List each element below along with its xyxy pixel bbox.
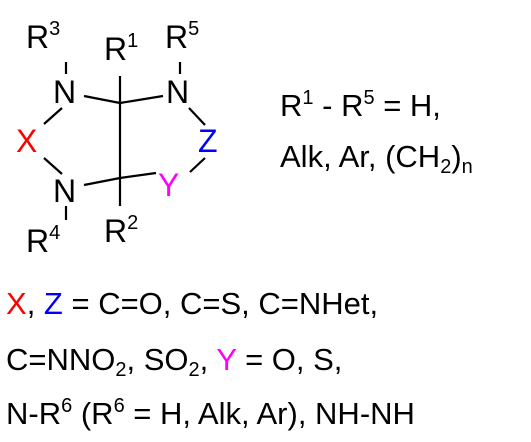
r2-label: R2	[104, 212, 138, 249]
legend-x: X	[6, 286, 27, 321]
x-atom: X	[16, 123, 37, 159]
legend-line-1: X, Z = C=O, C=S, C=NHet,	[6, 286, 379, 321]
r-definition-line-2: Alk, Ar, (CH2)n	[280, 139, 473, 178]
legend-y: Y	[216, 342, 237, 377]
legend-z: Z	[43, 286, 63, 321]
bond-c1-n-left	[83, 94, 121, 105]
bond-c2-y	[119, 171, 157, 180]
n3-atom: N	[53, 74, 76, 110]
y-atom: Y	[158, 167, 179, 203]
z-atom: Z	[198, 123, 218, 159]
r3-label: R3	[26, 18, 60, 55]
legend-line-3: N-R6 (R6 = H, Alk, Ar), NH-NH	[6, 395, 415, 431]
n5-atom: N	[166, 74, 189, 110]
r4-label: R4	[26, 222, 60, 259]
bond-c2-n-left	[83, 176, 121, 187]
r1-label: R1	[104, 30, 138, 67]
n4-atom: N	[53, 173, 76, 209]
bond-z-y	[189, 157, 206, 173]
bond-c1-n-right	[119, 94, 164, 105]
r-definition-line-1: R1 - R5 = H,	[280, 87, 441, 123]
r5-label: R5	[165, 18, 199, 55]
bond-n5-z	[188, 107, 206, 126]
bond-n3-x	[43, 107, 63, 125]
bond-x-n4	[43, 157, 63, 175]
bond-lines	[43, 62, 206, 220]
legend-line-2: C=NNO2, SO2, Y = O, S,	[6, 342, 343, 381]
